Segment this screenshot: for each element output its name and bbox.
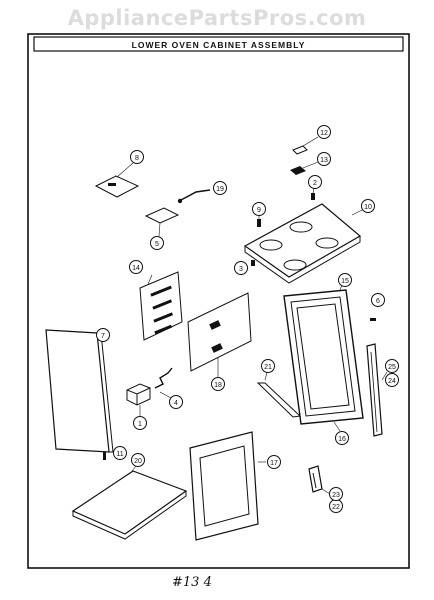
callout-10: 10 (361, 199, 375, 213)
callout-23: 23 (329, 487, 343, 501)
svg-text:24: 24 (388, 378, 396, 385)
callout-8: 8 (130, 150, 144, 164)
callout-21: 21 (261, 359, 275, 373)
callout-16: 16 (335, 431, 349, 445)
part-22[interactable] (321, 488, 331, 495)
callout-12: 12 (317, 125, 331, 139)
callout-14: 14 (129, 260, 143, 274)
svg-text:10: 10 (364, 204, 372, 211)
callout-4: 4 (169, 395, 183, 409)
callout-17: 17 (267, 455, 281, 469)
callout-9: 9 (252, 202, 266, 216)
svg-text:19: 19 (216, 186, 224, 193)
svg-text:7: 7 (101, 333, 105, 340)
part-11[interactable] (103, 452, 106, 460)
diagram-title: LOWER OVEN CABINET ASSEMBLY (131, 40, 306, 50)
callout-19: 19 (213, 181, 227, 195)
svg-text:4: 4 (174, 400, 178, 407)
callout-18: 18 (211, 377, 225, 391)
callout-5: 5 (150, 236, 164, 250)
callout-3: 3 (234, 261, 248, 275)
callout-11: 11 (113, 446, 127, 460)
part-25[interactable] (366, 343, 383, 437)
part-1[interactable] (126, 383, 151, 416)
svg-text:22: 22 (332, 504, 340, 511)
part-16[interactable] (333, 421, 341, 432)
part-15[interactable] (283, 284, 364, 425)
part-13[interactable] (290, 161, 319, 175)
svg-text:20: 20 (134, 458, 142, 465)
svg-text:9: 9 (257, 207, 261, 214)
title-box (33, 36, 404, 52)
svg-text:3: 3 (239, 266, 243, 273)
part-6[interactable] (370, 318, 376, 321)
svg-text:5: 5 (155, 241, 159, 248)
figure-note: #13 4 (172, 575, 212, 590)
svg-text:8: 8 (135, 155, 139, 162)
part-24[interactable] (381, 371, 388, 381)
part-7[interactable] (45, 329, 114, 453)
part-5[interactable] (144, 207, 180, 237)
part-19[interactable] (177, 189, 211, 204)
callout-7: 7 (96, 328, 110, 342)
part-21[interactable] (256, 371, 302, 418)
part-17[interactable] (189, 431, 266, 541)
part-18[interactable] (187, 292, 252, 377)
outer-border (27, 33, 410, 569)
part-4[interactable] (154, 367, 173, 399)
part-3[interactable] (251, 260, 255, 266)
svg-text:17: 17 (270, 460, 278, 467)
part-14[interactable] (139, 271, 183, 341)
callout-1: 1 (133, 416, 147, 430)
callout-25: 25 (385, 359, 399, 373)
callout-6: 6 (371, 293, 385, 307)
svg-text:14: 14 (132, 265, 140, 272)
svg-text:1: 1 (138, 421, 142, 428)
part-12[interactable] (292, 136, 319, 155)
svg-text:23: 23 (332, 492, 340, 499)
svg-text:11: 11 (116, 451, 123, 458)
callout-15: 15 (338, 273, 352, 287)
svg-text:21: 21 (264, 364, 272, 371)
svg-text:16: 16 (338, 436, 346, 443)
svg-text:18: 18 (214, 382, 222, 389)
watermark-text: AppliancePartsPros.com (67, 6, 367, 30)
svg-text:6: 6 (376, 298, 380, 305)
callout-2: 2 (308, 175, 322, 189)
part-23[interactable] (308, 465, 323, 493)
svg-text:15: 15 (341, 278, 349, 285)
callout-20: 20 (131, 453, 145, 467)
callout-22: 22 (329, 499, 343, 513)
part-2[interactable] (311, 187, 315, 200)
part-8[interactable] (94, 162, 140, 198)
svg-text:12: 12 (320, 130, 328, 137)
callout-24: 24 (385, 373, 399, 387)
part-10[interactable] (243, 203, 367, 284)
part-20[interactable] (71, 465, 188, 540)
svg-text:13: 13 (320, 157, 328, 164)
callout-13: 13 (317, 152, 331, 166)
svg-text:2: 2 (313, 180, 317, 187)
svg-text:25: 25 (388, 364, 396, 371)
part-9[interactable] (257, 215, 261, 227)
